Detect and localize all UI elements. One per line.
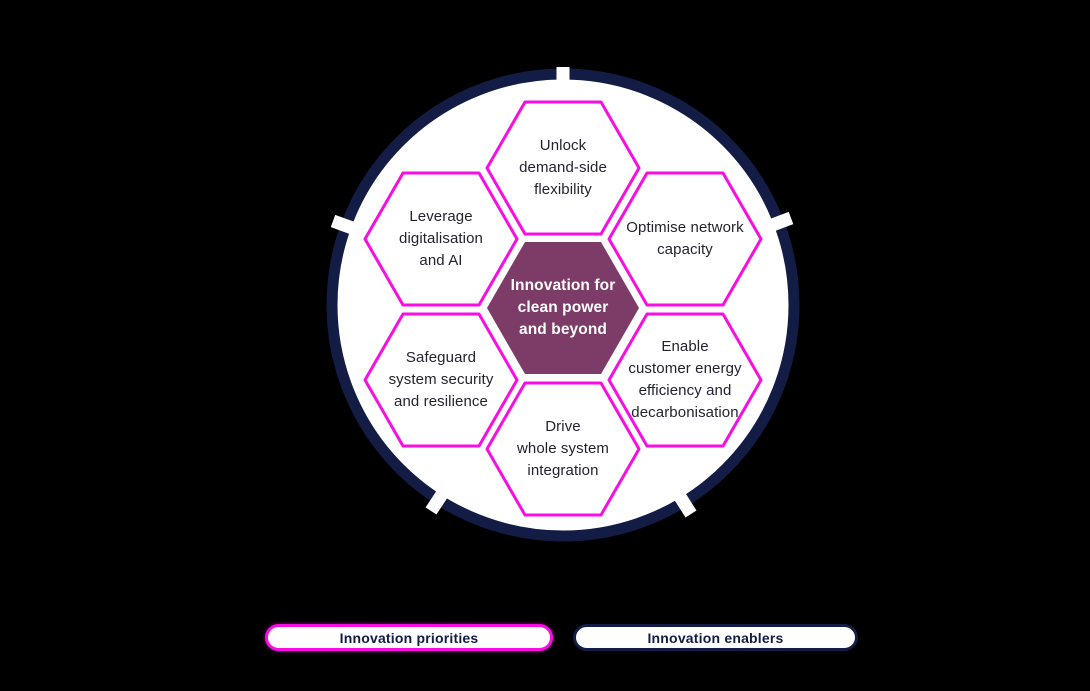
- ring-notch-upper-left: [330, 214, 369, 240]
- hexagon-shape-unlock-demand-side-flexibility: [485, 100, 641, 236]
- ring-notch-lower-right: [666, 480, 697, 518]
- legend-innovation-priorities: Innovation priorities: [265, 624, 553, 651]
- hexagon-shape-optimise-network-capacity: [607, 171, 763, 307]
- legend-innovation-priorities-label: Innovation priorities: [339, 629, 479, 646]
- hexagon-shape-safeguard-system-security-and-resilience: [363, 312, 519, 448]
- hexagon-shape-leverage-digitalisation-and-ai: [363, 171, 519, 307]
- hexagon-shape-center-innovation: [487, 242, 639, 374]
- hexagon-shape-enable-customer-energy-efficiency-and-decarbonisation: [607, 312, 763, 448]
- ring-notch-upper-right: [756, 211, 794, 237]
- legend-innovation-enablers-label: Innovation enablers: [647, 629, 784, 646]
- legend-innovation-enablers: Innovation enablers: [573, 624, 858, 651]
- hexagon-shape-drive-whole-system-integration: [485, 381, 641, 517]
- ring-notch-lower-left: [425, 478, 456, 515]
